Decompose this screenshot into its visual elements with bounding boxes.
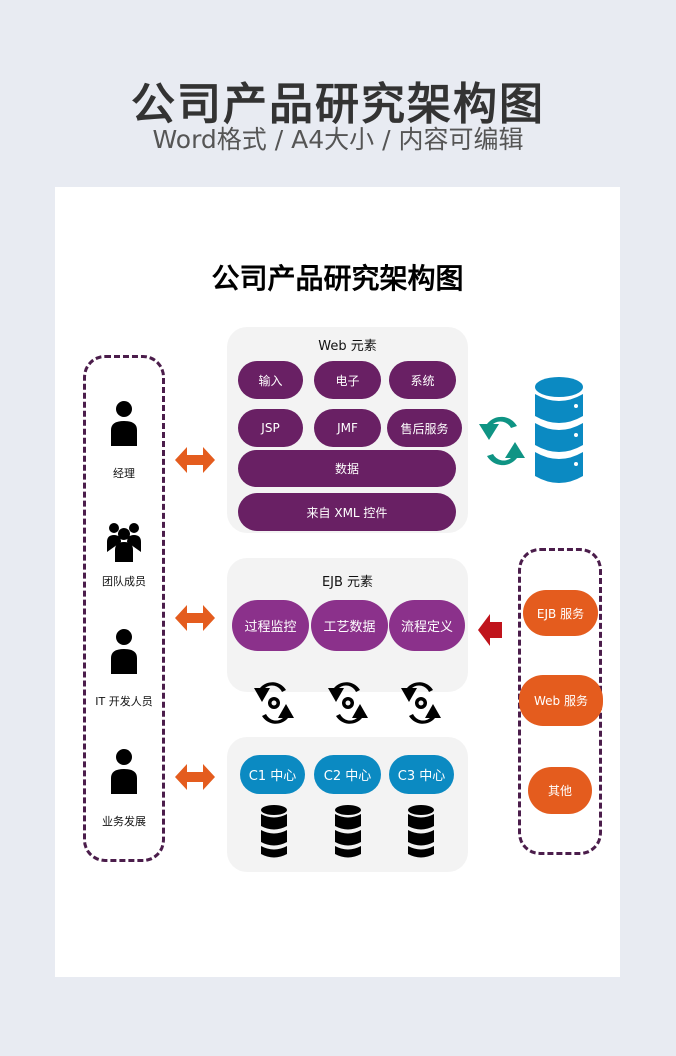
panel-title: Web 元素 [318, 339, 377, 354]
sync-icon [479, 416, 525, 466]
web-item: 售后服务 [387, 409, 462, 447]
gear-sync-icon [401, 682, 441, 724]
double-arrow-icon [175, 764, 215, 790]
panel-title: EJB 元素 [321, 575, 374, 590]
gear-sync-icon [254, 682, 294, 724]
web-item: JSP [238, 409, 303, 447]
service-item: EJB 服务 [523, 590, 598, 636]
center-item: C1 中心 [240, 755, 305, 794]
diagram-title: 公司产品研究架构图 [211, 262, 464, 295]
person-icon [111, 401, 137, 446]
ejb-item: 工艺数据 [311, 600, 388, 651]
web-elements-panel: Web 元素 输入 电子 系统 JSP JMF 售后服务 数据 来自 XML 控… [227, 327, 468, 533]
left-arrow-icon [478, 614, 502, 646]
web-item: 系统 [389, 361, 456, 399]
role-label: 经理 [113, 467, 135, 480]
database-icon [261, 805, 287, 858]
roles-group [83, 355, 165, 862]
web-item: 电子 [314, 361, 381, 399]
team-icon [107, 523, 141, 562]
web-item: JMF [314, 409, 381, 447]
database-icon [408, 805, 434, 858]
database-icon [335, 805, 361, 858]
page-title: 公司产品研究架构图 [131, 79, 545, 130]
person-icon [111, 629, 137, 674]
ejb-elements-panel: EJB 元素 过程监控 工艺数据 流程定义 [227, 558, 468, 692]
double-arrow-icon [175, 447, 215, 473]
web-item: 数据 [238, 450, 456, 487]
ejb-item: 过程监控 [232, 600, 309, 651]
role-label: IT 开发人员 [95, 695, 153, 708]
service-item: 其他 [528, 767, 592, 814]
double-arrow-icon [175, 605, 215, 631]
web-item: 来自 XML 控件 [238, 493, 456, 531]
gear-sync-icon [328, 682, 368, 724]
ejb-item: 流程定义 [389, 600, 465, 651]
web-item: 输入 [238, 361, 303, 399]
page-subtitle: Word格式 / A4大小 / 内容可编辑 [152, 125, 524, 154]
person-icon [111, 749, 137, 794]
role-label: 团队成员 [102, 575, 146, 588]
service-item: Web 服务 [519, 675, 603, 726]
role-label: 业务发展 [102, 815, 146, 828]
center-item: C3 中心 [389, 755, 454, 794]
center-item: C2 中心 [314, 755, 381, 794]
database-icon [535, 377, 583, 483]
